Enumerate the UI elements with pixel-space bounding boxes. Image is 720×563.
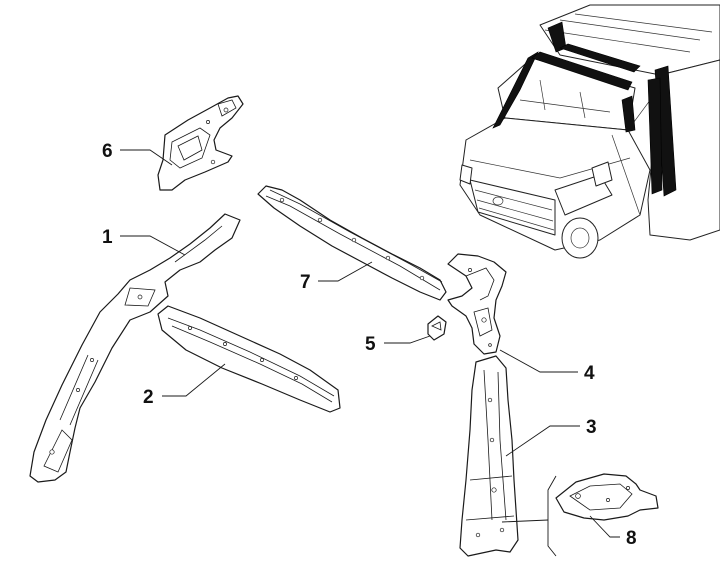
part-3-b-pillar	[459, 355, 519, 557]
callout-7: 7	[300, 272, 311, 293]
van-illustration	[459, 4, 720, 259]
part-4-pillar-reinforcement	[447, 253, 507, 355]
leader-6	[120, 149, 173, 166]
leader-8-bracket	[547, 475, 557, 557]
callout-6: 6	[102, 141, 113, 162]
callout-3: 3	[586, 417, 597, 438]
part-5-clip	[427, 315, 447, 341]
callout-2: 2	[143, 387, 154, 408]
leader-lines	[120, 149, 620, 557]
leader-2	[162, 363, 226, 397]
callout-4: 4	[584, 363, 595, 384]
part-6-bracket	[157, 95, 244, 191]
callouts: 6 1 7 2 5 4 3 8	[102, 141, 637, 549]
leader-5	[384, 335, 431, 344]
callout-5: 5	[365, 334, 376, 355]
part-7-roof-crossmember	[257, 185, 447, 301]
leader-8	[589, 515, 620, 538]
leader-4	[499, 349, 578, 373]
part-8-plate	[555, 473, 659, 521]
leader-8-ref	[501, 519, 549, 523]
part-2-windshield-header	[157, 305, 341, 413]
leader-1	[120, 235, 186, 256]
leader-7	[318, 261, 373, 282]
leader-3	[505, 425, 580, 457]
callout-8: 8	[626, 528, 637, 549]
part-1-left-a-pillar	[29, 213, 241, 483]
callout-1: 1	[102, 227, 113, 248]
